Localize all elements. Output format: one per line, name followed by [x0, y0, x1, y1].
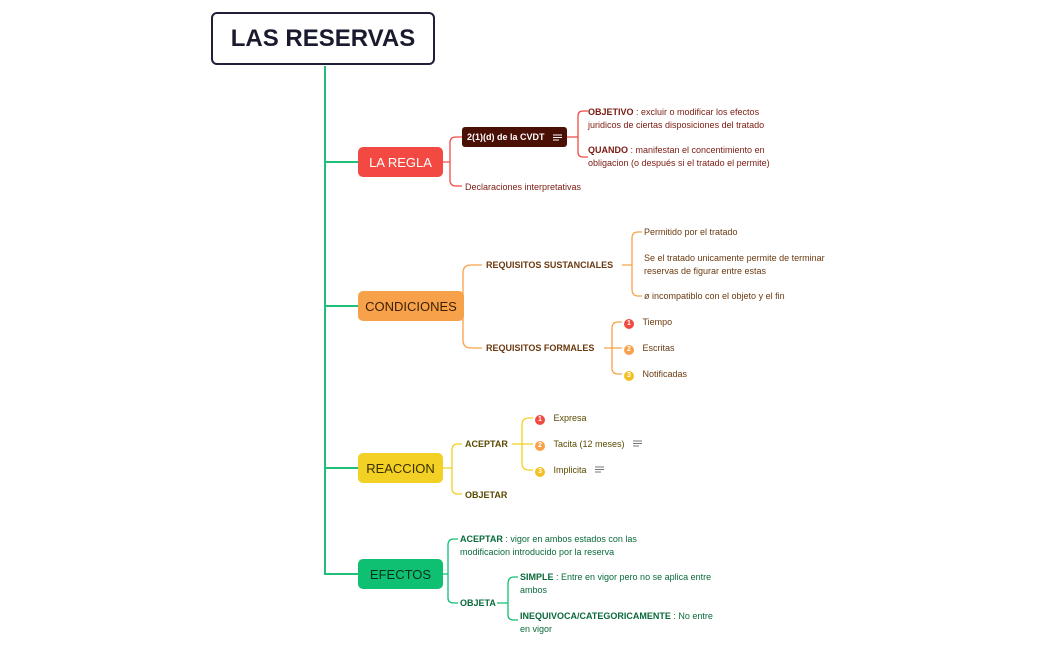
node-reaccion-label: REACCION	[366, 460, 435, 476]
node-efectos-label: EFECTOS	[369, 566, 432, 582]
quando-text: : manifestan el concentimiento en	[628, 145, 765, 155]
inequivoca-text-2: en vigor	[520, 624, 553, 634]
node-aceptar[interactable]: ACEPTAR	[465, 439, 508, 449]
root-title[interactable]: LAS RESERVAS	[211, 12, 435, 65]
node-cvdt-article[interactable]: 2(1)(d) de la CVDT	[462, 127, 567, 147]
efecto-aceptar-text-2: modificacion introducido por la reserva	[460, 547, 615, 557]
node-reaccion[interactable]: REACCION	[358, 453, 443, 483]
node-requisitos-sustanciales[interactable]: REQUISITOS SUSTANCIALES	[486, 260, 614, 270]
node-quando[interactable]: QUANDO : manifestan el concentimiento en…	[588, 144, 770, 170]
node-objetar[interactable]: OBJETAR	[465, 490, 508, 500]
formal-item-tiempo-label: Tiempo	[642, 317, 673, 327]
node-efecto-aceptar[interactable]: ACEPTAR : vigor en ambos estados con las…	[460, 533, 637, 559]
aceptar-item-tacita-label: Tacita (12 meses)	[553, 439, 625, 449]
node-requisitos-formales[interactable]: REQUISITOS FORMALES	[486, 343, 595, 353]
notes-icon	[595, 466, 605, 473]
formal-item-notificadas[interactable]: 3 Notificadas	[624, 368, 687, 381]
efecto-aceptar-key: ACEPTAR	[460, 534, 503, 544]
node-declaraciones[interactable]: Declaraciones interpretativas	[465, 182, 582, 192]
efecto-aceptar-text: : vigor en ambos estados con las	[502, 534, 637, 544]
simple-key: SIMPLE	[520, 572, 554, 582]
objetivo-text-2: juridicos de ciertas disposiciones del t…	[588, 120, 765, 130]
quando-key: QUANDO	[588, 145, 628, 155]
aceptar-item-implicita-label: Implicita	[553, 465, 587, 475]
node-objeta[interactable]: OBJETA	[460, 598, 496, 608]
formal-item-notificadas-label: Notificadas	[642, 369, 688, 379]
node-la-regla[interactable]: LA REGLA	[358, 147, 443, 177]
number-badge-1: 1	[535, 414, 545, 425]
quando-text-2: obligacion (o después si el tratado el p…	[588, 158, 770, 168]
node-la-regla-label: LA REGLA	[369, 154, 432, 170]
notes-icon	[633, 440, 643, 447]
inequivoca-key: INEQUIVOCA/CATEGORICAMENTE	[520, 611, 671, 621]
notes-icon	[552, 134, 562, 140]
number-badge-2: 2	[624, 344, 634, 355]
sustancial-item-terminar-line-1: Se el tratado unicamente permite de term…	[644, 253, 825, 263]
simple-text-2: ambos	[520, 585, 548, 595]
node-condiciones-label: CONDICIONES	[365, 298, 457, 314]
aceptar-item-expresa-label: Expresa	[553, 413, 587, 423]
number-badge-3: 3	[624, 370, 634, 381]
formal-item-tiempo[interactable]: 1 Tiempo	[624, 316, 672, 329]
number-badge-2: 2	[535, 440, 545, 451]
sustancial-item-permitido[interactable]: Permitido por el tratado	[644, 227, 738, 237]
simple-text: : Entre en vigor pero no se aplica entre	[553, 572, 712, 582]
formal-item-escritas[interactable]: 2 Escritas	[624, 342, 675, 355]
node-cvdt-article-label: 2(1)(d) de la CVDT	[467, 132, 545, 142]
node-efectos[interactable]: EFECTOS	[358, 559, 443, 589]
number-badge-3: 3	[535, 466, 545, 477]
sustancial-item-incompatible[interactable]: ø incompatiblo con el objeto y el fin	[644, 291, 785, 301]
node-simple[interactable]: SIMPLE : Entre en vigor pero no se aplic…	[520, 571, 711, 597]
inequivoca-text: : No entre	[670, 611, 713, 621]
node-condiciones[interactable]: CONDICIONES	[358, 291, 464, 321]
objetivo-key: OBJETIVO	[588, 107, 634, 117]
formal-item-escritas-label: Escritas	[642, 343, 675, 353]
aceptar-item-implicita[interactable]: 3 Implicita	[535, 464, 605, 477]
number-badge-1: 1	[624, 318, 634, 329]
aceptar-item-expresa[interactable]: 1 Expresa	[535, 412, 587, 425]
objetivo-text: : excluir o modificar los efectos	[633, 107, 760, 117]
sustancial-item-terminar-line-2: reservas de figurar entre estas	[644, 266, 767, 276]
node-objetivo[interactable]: OBJETIVO : excluir o modificar los efect…	[588, 106, 764, 132]
aceptar-item-tacita[interactable]: 2 Tacita (12 meses)	[535, 438, 643, 451]
node-inequivoca[interactable]: INEQUIVOCA/CATEGORICAMENTE : No entre en…	[520, 610, 713, 636]
sustancial-item-terminar[interactable]: Se el tratado unicamente permite de term…	[644, 252, 825, 278]
